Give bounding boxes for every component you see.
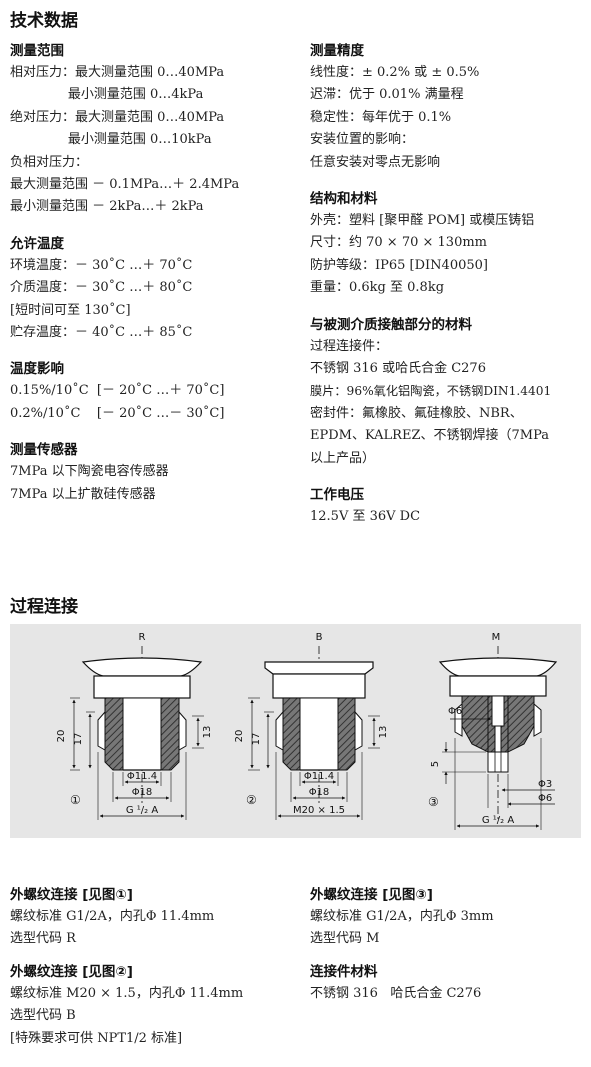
tech-data-title: 技术数据 bbox=[10, 11, 78, 31]
accuracy-line: 线性度：± 0.2% 或 ± 0.5% bbox=[310, 65, 480, 80]
dim-5: 5 bbox=[430, 761, 441, 767]
connection-3-block: 外螺纹连接 [见图③] 螺纹标准 G1/2A，内孔Φ 3mm 选型代码 M 连接… bbox=[310, 884, 591, 1005]
material-line: 不锈钢 316 哈氏合金 C276 bbox=[310, 985, 482, 1001]
allowed-temp-line: [短时间可至 130˚C] bbox=[10, 302, 131, 318]
temp-effect-line: 0.2%/10˚C [－ 20˚C …－ 30˚C] bbox=[10, 405, 225, 421]
dim-phi6-top: Φ6 bbox=[448, 706, 462, 717]
connection-1-line: 螺纹标准 G1/2A，内孔Φ 11.4mm bbox=[10, 909, 215, 924]
wetted-title: 与被测介质接触部分的材料 bbox=[310, 316, 472, 333]
connection-1-line: 选型代码 R bbox=[10, 931, 76, 947]
wetted-line: 膜片：96%氧化铝陶瓷，不锈钢DIN1.4401 bbox=[310, 384, 552, 399]
allowed-temp-title: 允许温度 bbox=[10, 235, 64, 252]
structure-line: 重量：0.6kg 至 0.8kg bbox=[310, 280, 445, 296]
wetted-line: 过程连接件： bbox=[310, 338, 389, 354]
allowed-temp-line: 贮存温度：－ 40˚C …＋ 85˚C bbox=[10, 325, 193, 341]
connection-2-line: [特殊要求可供 NPT1/2 标准] bbox=[10, 1030, 183, 1046]
accuracy-line: 稳定性：每年优于 0.1% bbox=[310, 109, 452, 125]
dim-phi3: Φ3 bbox=[538, 779, 552, 790]
dim-17: 17 bbox=[251, 733, 262, 746]
temp-effect-title: 温度影响 bbox=[10, 361, 64, 378]
dim-phi6: Φ6 bbox=[538, 793, 552, 804]
accuracy-line: 安装位置的影响： bbox=[310, 132, 415, 148]
drawing-number: ① bbox=[70, 793, 81, 807]
accuracy-title: 测量精度 bbox=[310, 43, 364, 59]
range-line: 最小测量范围 － 2kPa…＋ 2kPa bbox=[10, 199, 204, 215]
structure-line: 外壳：塑料 [聚甲醛 POM] 或模压铸铝 bbox=[310, 213, 535, 229]
drawing-m: M Φ6 5 Φ3 Φ6 G ¹/₂ A ③ bbox=[428, 632, 558, 830]
dim-17: 17 bbox=[73, 733, 84, 746]
sensor-line: 7MPa 以下陶瓷电容传感器 bbox=[10, 464, 169, 480]
range-line: 负相对压力： bbox=[10, 154, 89, 170]
allowed-temp-line: 环境温度：－ 30˚C …＋ 70˚C bbox=[10, 257, 193, 273]
voltage-title: 工作电压 bbox=[310, 487, 364, 504]
drawing-r: R 20 17 13 Φ11.4 Φ18 G ¹/₂ A ① bbox=[56, 632, 213, 820]
range-line: 最小测量范围 0…10kPa bbox=[10, 132, 212, 148]
dim-bore: Φ11.4 bbox=[304, 771, 334, 782]
structure-line: 防护等级：IP65 [DIN40050] bbox=[310, 257, 488, 273]
structure-title: 结构和材料 bbox=[310, 191, 378, 208]
wetted-line: 不锈钢 316 或哈氏合金 C276 bbox=[310, 361, 486, 377]
dim-20: 20 bbox=[234, 730, 245, 743]
dim-thread: G ¹/₂ A bbox=[482, 815, 514, 826]
dim-bore: Φ11.4 bbox=[127, 771, 157, 782]
connection-2-line: 螺纹标准 M20 × 1.5，内孔Φ 11.4mm bbox=[10, 985, 244, 1001]
process-connection-diagram: R 20 17 13 Φ11.4 Φ18 G ¹/₂ A ① bbox=[10, 624, 581, 838]
dim-od: Φ18 bbox=[309, 787, 330, 798]
wetted-line: 以上产品） bbox=[310, 450, 376, 466]
drawing-b-letter: B bbox=[316, 632, 323, 643]
temp-effect-line: 0.15%/10˚C [－ 20˚C …＋ 70˚C] bbox=[10, 383, 225, 399]
connection-2-title: 外螺纹连接 [见图②] bbox=[10, 963, 133, 980]
range-line: 最大测量范围 － 0.1MPa…＋ 2.4MPa bbox=[10, 177, 240, 193]
connection-1-block: 外螺纹连接 [见图①] 螺纹标准 G1/2A，内孔Φ 11.4mm 选型代码 R… bbox=[10, 884, 295, 1050]
connection-3-line: 选型代码 M bbox=[310, 931, 380, 947]
left-column: 测量范围 相对压力：最大测量范围 0…40MPa 最小测量范围 0…4kPa 绝… bbox=[10, 40, 295, 506]
drawing-m-letter: M bbox=[492, 632, 501, 643]
dim-13: 13 bbox=[378, 726, 389, 739]
sensor-title: 测量传感器 bbox=[10, 442, 78, 459]
range-title: 测量范围 bbox=[10, 43, 64, 59]
drawing-number: ③ bbox=[428, 795, 439, 809]
dim-20: 20 bbox=[56, 730, 67, 743]
connection-2-line: 选型代码 B bbox=[10, 1008, 76, 1024]
accuracy-line: 任意安装对零点无影响 bbox=[310, 154, 441, 170]
connection-3-title: 外螺纹连接 [见图③] bbox=[310, 887, 433, 903]
range-line: 相对压力：最大测量范围 0…40MPa bbox=[10, 65, 225, 80]
range-line: 绝对压力：最大测量范围 0…40MPa bbox=[10, 109, 225, 125]
dim-thread: M20 × 1.5 bbox=[293, 805, 345, 816]
allowed-temp-line: 介质温度：－ 30˚C …＋ 80˚C bbox=[10, 280, 193, 296]
drawing-b: B 20 17 13 Φ11.4 Φ18 M20 × 1.5 ② bbox=[234, 632, 389, 820]
diagram-svg: R 20 17 13 Φ11.4 Φ18 G ¹/₂ A ① bbox=[56, 632, 558, 830]
voltage-line: 12.5V 至 36V DC bbox=[310, 509, 421, 525]
right-column: 测量精度 线性度：± 0.2% 或 ± 0.5% 迟滞：优于 0.01% 满量程… bbox=[310, 40, 591, 529]
accuracy-line: 迟滞：优于 0.01% 满量程 bbox=[310, 87, 464, 103]
drawing-number: ② bbox=[246, 793, 257, 807]
dim-13: 13 bbox=[202, 726, 213, 739]
material-title: 连接件材料 bbox=[310, 963, 378, 980]
sensor-line: 7MPa 以上扩散硅传感器 bbox=[10, 486, 156, 502]
dim-thread: G ¹/₂ A bbox=[126, 805, 158, 816]
wetted-line: 密封件：氟橡胶、氟硅橡胶、NBR、 bbox=[310, 405, 523, 421]
structure-line: 尺寸：约 70 × 70 × 130mm bbox=[310, 235, 487, 251]
connection-3-line: 螺纹标准 G1/2A，内孔Φ 3mm bbox=[310, 909, 494, 924]
connection-1-title: 外螺纹连接 [见图①] bbox=[10, 887, 133, 903]
drawing-r-letter: R bbox=[139, 632, 146, 643]
range-line: 最小测量范围 0…4kPa bbox=[10, 87, 204, 103]
process-connection-title: 过程连接 bbox=[10, 597, 78, 617]
dim-od: Φ18 bbox=[132, 787, 153, 798]
wetted-line: EPDM、KALREZ、不锈钢焊接（7MPa bbox=[310, 428, 549, 444]
